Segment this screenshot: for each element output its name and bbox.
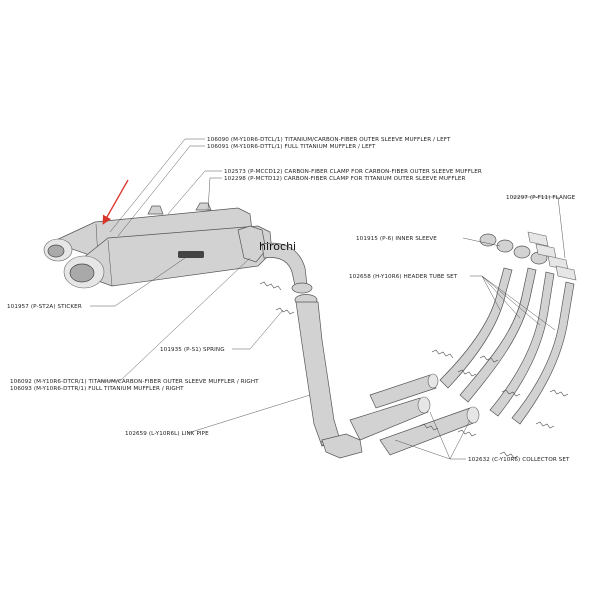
label-inner-sleeve: 101915 (P-6) INNER SLEEVE	[356, 236, 437, 242]
label-muffler-right-carbon: 106092 (M-Y10R6-DTCR/1) TITANIUM/CARBON-…	[10, 379, 259, 385]
label-sticker: 101957 (P-ST2A) STICKER	[7, 304, 82, 310]
label-clamp-carbon: 102573 (P-MCCD12) CARBON-FIBER CLAMP FOR…	[224, 169, 482, 175]
label-header-tube-set: 102658 (H-Y10R6) HEADER TUBE SET	[349, 274, 458, 280]
label-muffler-left-carbon: 106090 (M-Y10R6-DTCL/1) TITANIUM/CARBON-…	[207, 137, 451, 143]
label-flange: 102297 (P-F11) FLANGE	[506, 195, 576, 201]
collector-set	[349, 373, 480, 456]
header-tube-set	[439, 267, 575, 425]
label-muffler-left-titanium: 106091 (M-Y10R6-DTTL/1) FULL TITANIUM MU…	[207, 144, 376, 150]
sticker-logo	[178, 251, 204, 258]
watermark: hirochi	[259, 240, 296, 253]
label-link-pipe: 102659 (L-Y10R6L) LINK PIPE	[125, 431, 209, 437]
springs	[259, 281, 569, 459]
label-collector-set: 102632 (C-Y10R6) COLLECTOR SET	[468, 457, 570, 463]
link-pipe	[261, 242, 363, 459]
part-labels: 106090 (M-Y10R6-DTCL/1) TITANIUM/CARBON-…	[7, 137, 576, 463]
label-spring: 101935 (P-S1) SPRING	[160, 347, 225, 353]
indicator-arrow	[102, 179, 129, 225]
flanges	[527, 231, 577, 281]
label-clamp-titanium: 102298 (P-MCTD12) CARBON-FIBER CLAMP FOR…	[224, 176, 466, 182]
muffler-right	[63, 225, 273, 289]
leader-lines	[90, 138, 566, 460]
label-muffler-right-titanium: 106093 (M-Y10R6-DTTR/1) FULL TITANIUM MU…	[10, 386, 184, 392]
